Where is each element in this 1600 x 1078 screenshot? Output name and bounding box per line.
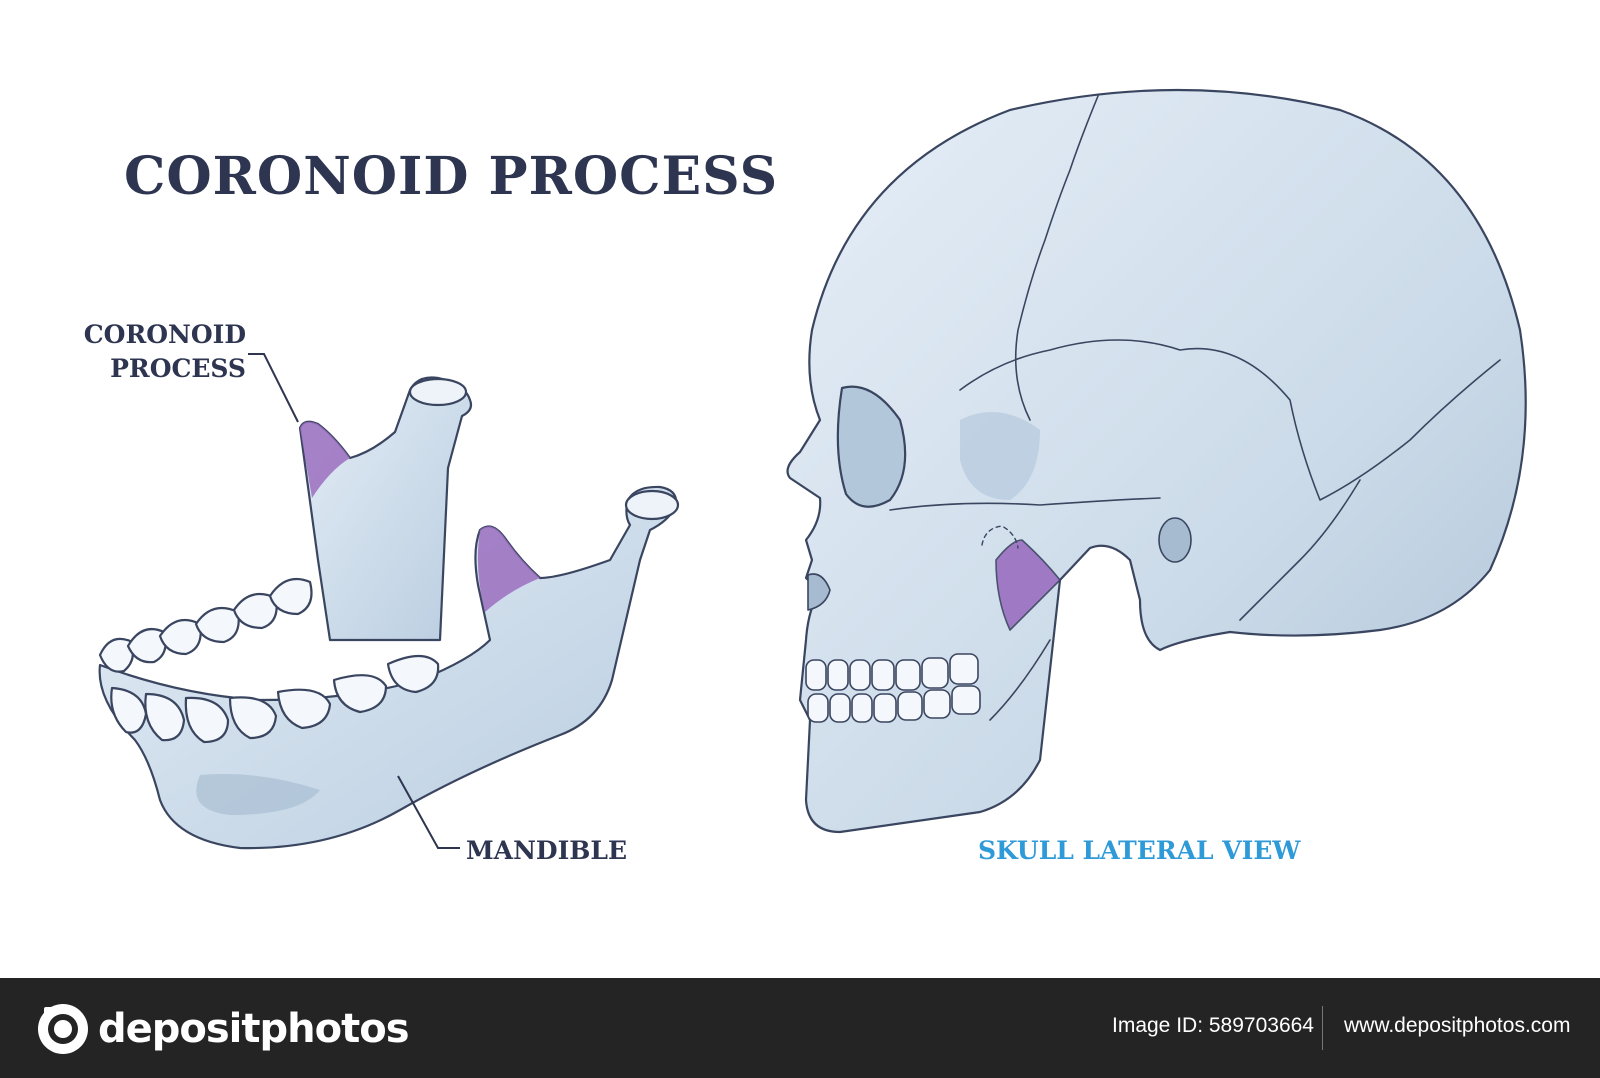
footer-bar: depositphotos Image ID: 589703664 www.de… [0, 978, 1600, 1078]
skull-jaw-line [989, 639, 1051, 721]
anatomy-illustration [98, 88, 1527, 850]
site-url[interactable]: www.depositphotos.com [1344, 1014, 1571, 1037]
footer-divider [1322, 1006, 1323, 1050]
cranium [786, 88, 1527, 834]
upper-teeth-row [98, 578, 313, 673]
skull-lower-teeth [807, 685, 981, 723]
diagram-canvas: CORONOID PROCESS CORONOID PROCESS MANDIB… [78, 88, 1527, 865]
near-coronoid-highlight [477, 526, 540, 612]
nasal-cavity [807, 573, 831, 611]
camera-lens-icon [38, 1004, 88, 1054]
label-skull-lateral-view: SKULL LATERAL VIEW [978, 836, 1301, 865]
diagram-title: CORONOID PROCESS [124, 146, 779, 207]
zygomatic-line [889, 497, 1161, 511]
label-coronoid-line2: PROCESS [110, 354, 246, 383]
skull-illustration [786, 88, 1527, 834]
brand-name: depositphotos [98, 1006, 410, 1052]
far-condyle [408, 377, 468, 407]
lambdoid-suture [1239, 479, 1361, 621]
mandible-inner-shadow [196, 774, 320, 815]
temporal-fossa [960, 412, 1040, 500]
squamosal-suture [959, 339, 1501, 501]
zygomatic-arch-dashed [981, 525, 1019, 549]
ear-canal [1158, 517, 1192, 563]
orbit [836, 385, 907, 508]
near-condyle [624, 489, 680, 521]
mandible-illustration [98, 376, 680, 850]
leader-line-mandible [397, 775, 460, 849]
far-coronoid-highlight [300, 421, 350, 498]
leader-line-coronoid [248, 353, 299, 423]
lower-teeth-row [110, 654, 440, 744]
label-coronoid-process: CORONOID PROCESS [78, 318, 246, 386]
label-mandible: MANDIBLE [466, 836, 628, 865]
skull-upper-teeth [805, 653, 979, 691]
mandible-far-ramus [298, 376, 473, 642]
brand[interactable]: depositphotos [36, 1002, 410, 1056]
label-coronoid-line1: CORONOID [83, 320, 246, 349]
coronal-suture [1014, 95, 1099, 421]
image-id: Image ID: 589703664 [1112, 1014, 1314, 1037]
